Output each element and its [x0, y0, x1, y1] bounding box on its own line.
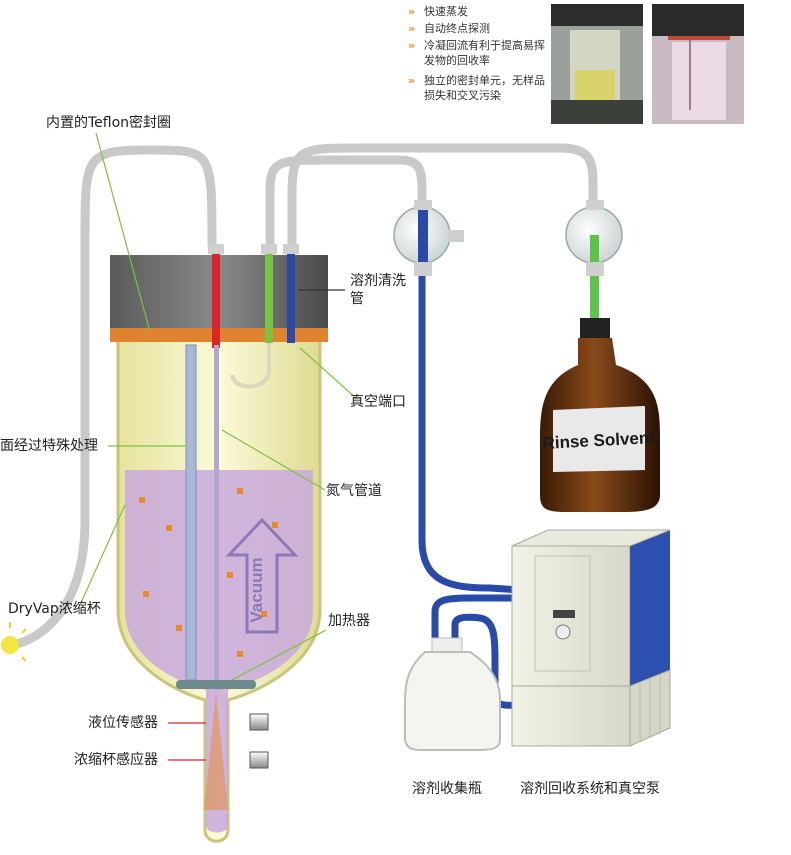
- particles: [139, 488, 278, 657]
- label-level-sensor: 液位传感器: [88, 715, 158, 731]
- callout-lines: [79, 132, 357, 761]
- label-teflon-seal: 内置的Teflon密封圈: [46, 115, 172, 131]
- bullet-arrow-icon: »: [408, 22, 416, 35]
- label-solvent-rinse: 溶剂清洗管: [350, 273, 406, 307]
- bullet-arrow-icon: »: [408, 74, 416, 87]
- vacuum-tube: [265, 155, 427, 245]
- label-dryvap-cup: DryVap浓缩杯: [8, 601, 101, 617]
- label-recovery-system: 溶剂回收系统和真空泵: [520, 781, 660, 797]
- label-cup-sensor: 浓缩杯感应器: [74, 752, 158, 768]
- heater-plate: [176, 680, 256, 689]
- valve-left: [393, 200, 464, 276]
- feature-item: »自动终点探测: [408, 22, 490, 35]
- photo-evaporator-1: [551, 4, 643, 124]
- rinse-solvent-bottle: [540, 318, 660, 512]
- rinse-green-tube: [265, 248, 273, 343]
- label-nitrogen-line: 氮气管道: [326, 483, 382, 499]
- label-collection-bottle: 溶剂收集瓶: [412, 781, 482, 797]
- valve-right: [565, 200, 623, 276]
- recovery-system: [511, 525, 671, 747]
- bullet-arrow-icon: »: [408, 39, 416, 52]
- bulb-icon: [1, 636, 19, 654]
- photo-evaporator-2: [652, 4, 744, 124]
- feature-item: »独立的密封单元，无样品损失和交叉污染: [408, 74, 545, 102]
- bullet-arrow-icon: »: [408, 5, 416, 18]
- feature-item: »冷凝回流有利于提高易挥发物的回收率: [408, 39, 545, 67]
- label-vacuum-port: 真空端口: [350, 394, 406, 410]
- vacuum-arrow: [225, 517, 299, 634]
- cup-sensor-box: [249, 751, 269, 769]
- label-surface-treated: 面经过特殊处理: [0, 438, 98, 454]
- nitrogen-tube: [7, 145, 217, 650]
- feature-item: »快速蒸发: [408, 5, 468, 18]
- label-heater: 加热器: [328, 613, 370, 629]
- surface-rod: [185, 344, 197, 681]
- vacuum-arrow-text: Vacuum: [247, 557, 266, 622]
- level-sensor-box: [249, 713, 269, 731]
- rinse-tube: [287, 143, 598, 245]
- collection-bottle: [404, 637, 501, 751]
- vacuum-blue-tube: [287, 248, 295, 343]
- blue-tube-to-pump: [418, 276, 521, 594]
- nitrogen-red-tube: [212, 248, 220, 348]
